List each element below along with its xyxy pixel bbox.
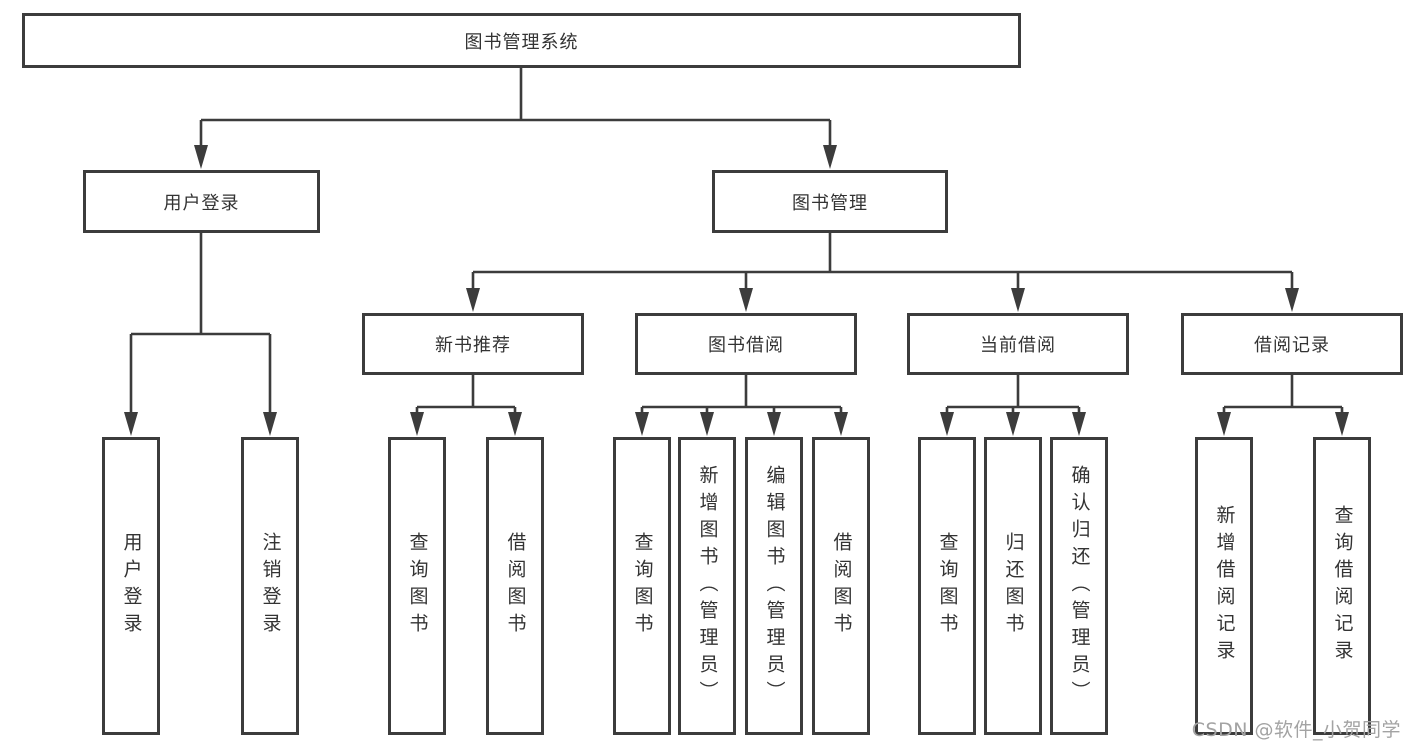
node-label: 用户登录 [163,192,240,214]
node-user-login: 用户登录 [83,170,320,233]
node-book-management: 图书管理 [712,170,948,233]
csdn-watermark: CSDN @软件_小贺同学 [1191,719,1401,741]
leaf-label: 编辑图书（管理员） [763,464,786,708]
node-library-system: 图书管理系统 [22,13,1021,68]
leaf-label: 借阅图书 [504,532,527,640]
node-label: 图书借阅 [708,335,784,356]
leaf-label: 新增图书（管理员） [696,464,719,708]
leaf-edit-books-admin: 编辑图书（管理员） [745,437,803,735]
leaf-query-books-current: 查询图书 [918,437,976,735]
node-current-borrowing: 当前借阅 [907,313,1129,375]
leaf-query-books-recommend: 查询图书 [388,437,446,735]
node-borrow-records: 借阅记录 [1181,313,1403,375]
leaf-label: 确认归还（管理员） [1068,464,1091,708]
leaf-query-books-borrowing: 查询图书 [613,437,671,735]
node-label: 借阅记录 [1254,335,1330,356]
leaf-label: 归还图书 [1002,532,1025,640]
leaf-logout: 注销登录 [241,437,299,735]
leaf-label: 借阅图书 [830,532,853,640]
node-label: 当前借阅 [980,335,1056,356]
leaf-query-borrow-record: 查询借阅记录 [1313,437,1371,735]
leaf-add-borrow-record: 新增借阅记录 [1195,437,1253,735]
node-label: 图书管理 [792,192,868,214]
leaf-label: 查询图书 [936,532,959,640]
leaf-label: 新增借阅记录 [1213,505,1236,667]
leaf-label: 查询图书 [631,532,654,640]
node-label: 新书推荐 [435,335,511,356]
leaf-confirm-return-admin: 确认归还（管理员） [1050,437,1108,735]
leaf-label: 查询借阅记录 [1331,505,1354,667]
leaf-label: 注销登录 [259,532,282,640]
leaf-return-books: 归还图书 [984,437,1042,735]
leaf-label: 用户登录 [120,532,143,640]
node-label: 图书管理系统 [464,31,579,53]
node-new-book-recommend: 新书推荐 [362,313,584,375]
leaf-add-books-admin: 新增图书（管理员） [678,437,736,735]
leaf-label: 查询图书 [406,532,429,640]
leaf-borrow-books-recommend: 借阅图书 [486,437,544,735]
leaf-borrow-books: 借阅图书 [812,437,870,735]
leaf-user-login: 用户登录 [102,437,160,735]
node-book-borrowing: 图书借阅 [635,313,857,375]
